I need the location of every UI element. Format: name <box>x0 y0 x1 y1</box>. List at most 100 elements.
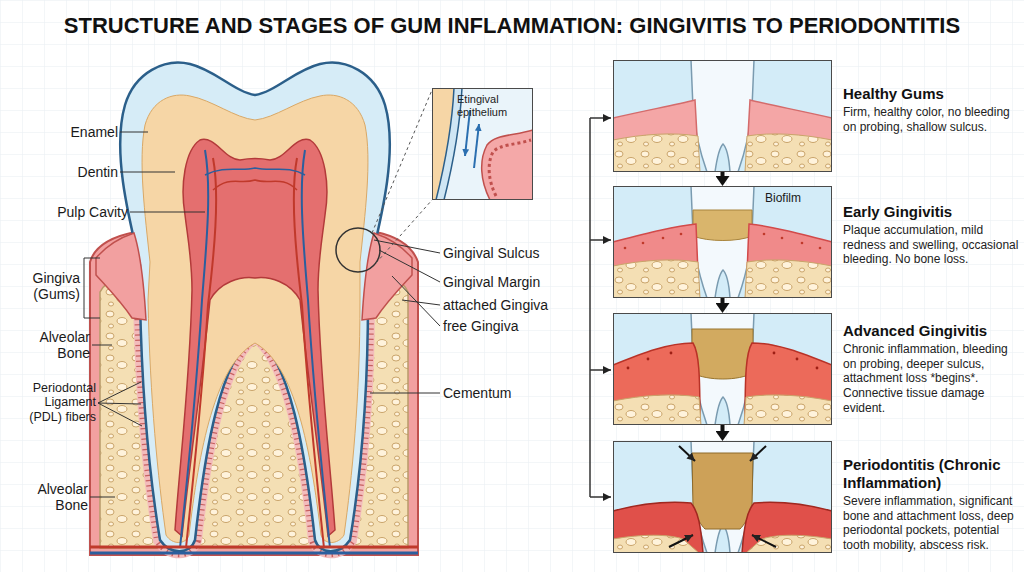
leader-line <box>120 172 175 173</box>
bone <box>613 134 700 172</box>
part-label: Gingival Sulcus <box>443 245 583 261</box>
flow-arrow <box>474 124 479 168</box>
gum <box>613 100 699 172</box>
stage-heading: Healthy Gums <box>843 85 1023 103</box>
flow-arrow <box>721 425 725 431</box>
inset-art <box>432 88 533 200</box>
part-label: Alveolar Bone <box>16 481 88 513</box>
callout-label: Biofilm <box>765 192 825 206</box>
part-label: Periodontal Ligament (PDL) fibers <box>12 381 96 424</box>
bracket-arrow <box>590 117 611 119</box>
dot <box>662 237 665 240</box>
dot <box>773 352 776 355</box>
stage-description: Chronic inflammation, bleeding on probin… <box>843 342 1023 415</box>
magnifier-circle <box>336 228 380 272</box>
stage-description: Firm, healthy color, no bleeding on prob… <box>843 105 1023 134</box>
vein-base <box>90 552 418 555</box>
bone <box>613 395 701 425</box>
inflammation-dots <box>627 352 819 370</box>
leader-line <box>402 300 440 305</box>
dot <box>796 358 799 361</box>
stage-panel: Healthy GumsFirm, healthy color, no blee… <box>613 60 832 172</box>
dot <box>642 242 645 245</box>
dot <box>816 367 819 370</box>
leader-line <box>370 393 440 394</box>
tooth <box>691 60 754 172</box>
part-label: Gingiva (Gums) <box>16 270 80 302</box>
inset-background <box>432 88 533 200</box>
part-label: Dentin <box>30 164 118 180</box>
dot <box>670 352 673 355</box>
pocket-arrow <box>679 446 695 461</box>
text-group: Advanced GingivitisChronic inflammation,… <box>843 322 1023 415</box>
stage-heading: Periodontitis (Chronic Inflammation) <box>843 456 1023 492</box>
stage-panel: Advanced GingivitisChronic inflammation,… <box>613 313 832 425</box>
leader-line <box>374 240 440 253</box>
flow-arrow <box>721 172 725 176</box>
dot <box>781 237 784 240</box>
bone <box>613 260 700 298</box>
plaque <box>692 329 753 379</box>
inset-gingiva <box>482 130 533 200</box>
zoom-line <box>372 90 432 263</box>
bracket-arrow <box>590 369 611 371</box>
inset-label: Etingival epithelium <box>457 93 531 118</box>
dot <box>627 367 630 370</box>
bone <box>745 260 832 298</box>
stage-description: Plaque accumulation, mild redness and sw… <box>843 223 1023 267</box>
pocket-arrows <box>669 446 776 547</box>
dot <box>763 233 766 236</box>
leader-line <box>392 276 440 326</box>
dot <box>680 233 683 236</box>
artery-base <box>90 546 418 549</box>
diagram-title: STRUCTURE AND STAGES OF GUM INFLAMMATION… <box>0 13 1024 39</box>
early-gingivitis-art <box>613 186 832 298</box>
bone <box>745 134 832 172</box>
dot <box>801 242 804 245</box>
inset-epithelium <box>489 140 531 196</box>
gingiva-flap <box>96 233 146 320</box>
leader-line <box>130 212 205 213</box>
stage-heading: Advanced Gingivitis <box>843 322 1023 340</box>
stage-heading: Early Gingivitis <box>843 203 1023 221</box>
dentin <box>142 95 368 542</box>
healthy-gums-art <box>613 60 832 172</box>
panel-background <box>613 60 832 172</box>
plaque <box>693 210 752 241</box>
leader-line <box>379 250 440 282</box>
artery-branch <box>213 180 297 190</box>
panel-background <box>613 186 832 298</box>
advanced-gingivitis-art <box>613 313 832 425</box>
part-label: Alveolar Bone <box>16 329 90 361</box>
bracket-arrow <box>590 239 611 241</box>
inflammation-dots <box>624 233 822 250</box>
text-group: Periodontitis (Chronic Inflammation)Seve… <box>843 456 1023 553</box>
stage-bracket <box>590 118 611 497</box>
pocket-arrow <box>752 535 776 547</box>
gum <box>742 502 832 553</box>
gum <box>746 100 832 172</box>
dot <box>819 247 822 250</box>
calculus <box>692 453 753 529</box>
vein-branch <box>205 168 305 175</box>
gum <box>613 502 703 553</box>
bone <box>746 535 832 553</box>
leader-line <box>92 345 112 346</box>
tooth-cross-section <box>90 63 418 555</box>
part-label: attached Gingiva <box>443 297 583 313</box>
gum <box>613 224 699 298</box>
enamel-cementum <box>120 63 390 552</box>
text-group: Early GingivitisPlaque accumulation, mil… <box>843 203 1023 267</box>
dot <box>647 358 650 361</box>
flow-arrow <box>721 298 725 303</box>
dot <box>624 247 627 250</box>
part-label: Pulp Cavity <box>10 204 128 220</box>
inset-box: Etingival epithelium <box>432 88 533 200</box>
bone <box>613 535 699 553</box>
stage-description: Severe inflammation, significant bone an… <box>843 494 1023 553</box>
leader-line <box>120 132 148 133</box>
periodontal-ligament <box>120 285 390 551</box>
part-label: Cementum <box>443 385 583 401</box>
